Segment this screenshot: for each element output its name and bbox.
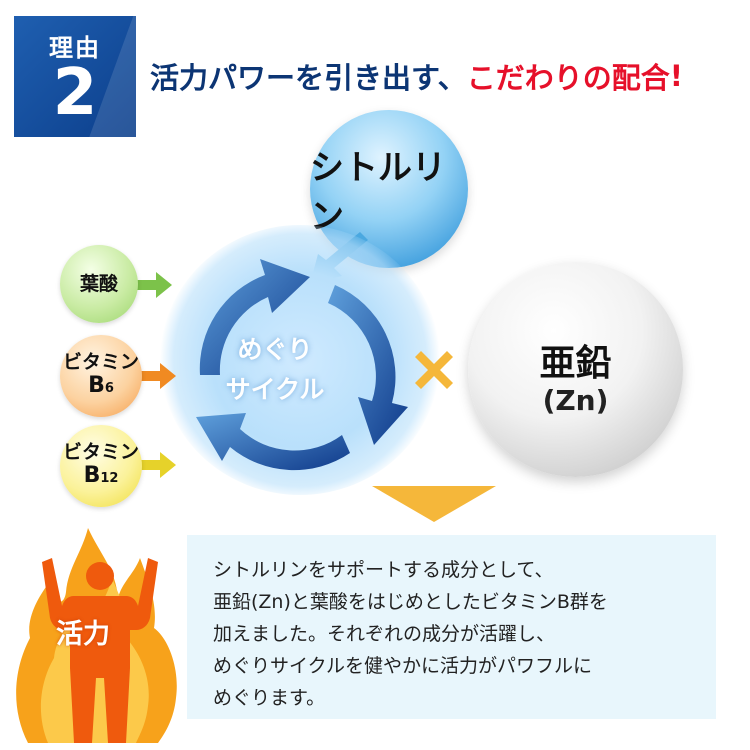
b12-label: ビタミン — [62, 440, 139, 463]
folic-acid-sphere: 葉酸 — [60, 245, 138, 323]
badge-label: 理由 — [49, 34, 101, 62]
cycle-arrows-icon — [196, 259, 408, 471]
folic-label: 葉酸 — [79, 273, 118, 295]
b12-arrow-icon — [136, 452, 176, 478]
cycle-line1: めぐり — [237, 335, 313, 364]
folic-arrow-icon — [132, 272, 172, 298]
section-heading: 活力パワーを引き出す、 こだわりの配合 ! — [150, 52, 683, 100]
cross-icon — [415, 351, 453, 389]
heading-highlight: こだわりの配合 — [466, 61, 670, 95]
zinc-symbol: (Zn) — [542, 384, 609, 417]
description-box: シトルリンをサポートする成分として、 亜鉛(Zn)と葉酸をはじめとしたビタミンB… — [187, 535, 716, 719]
description-line: めぐります。 — [213, 687, 326, 709]
down-arrow-icon — [372, 486, 496, 522]
badge-number: 2 — [52, 56, 98, 130]
flame-person-icon — [16, 528, 177, 743]
description-line: めぐりサイクルを健やかに活力がパワフルに — [213, 655, 593, 677]
heading-part1: 活力パワーを引き出す、 — [150, 61, 467, 95]
citrulline-label: シトルリン — [310, 148, 446, 237]
cycle-line2: サイクル — [225, 375, 325, 404]
b12-code: B12 — [83, 462, 119, 488]
reason-badge: 理由 2 — [14, 16, 136, 137]
cycle-label: めぐり サイクル — [200, 330, 350, 410]
heading-exclaim: ! — [669, 59, 683, 93]
b6-code: B6 — [88, 372, 114, 398]
vitamin-b6-sphere: ビタミン B6 — [60, 335, 142, 417]
b6-arrow-icon — [136, 363, 176, 389]
zinc-name: 亜鉛 — [539, 343, 612, 384]
vitality-label: 活力 — [56, 619, 110, 650]
description-line: 亜鉛(Zn)と葉酸をはじめとしたビタミンB群を — [213, 591, 608, 613]
b6-label: ビタミン — [62, 350, 139, 373]
description-line: 加えました。それぞれの成分が活躍し、 — [213, 623, 556, 645]
description-line: シトルリンをサポートする成分として、 — [213, 559, 554, 581]
zinc-sphere: 亜鉛 (Zn) — [468, 262, 683, 477]
vitamin-b12-sphere: ビタミン B12 — [60, 425, 142, 507]
